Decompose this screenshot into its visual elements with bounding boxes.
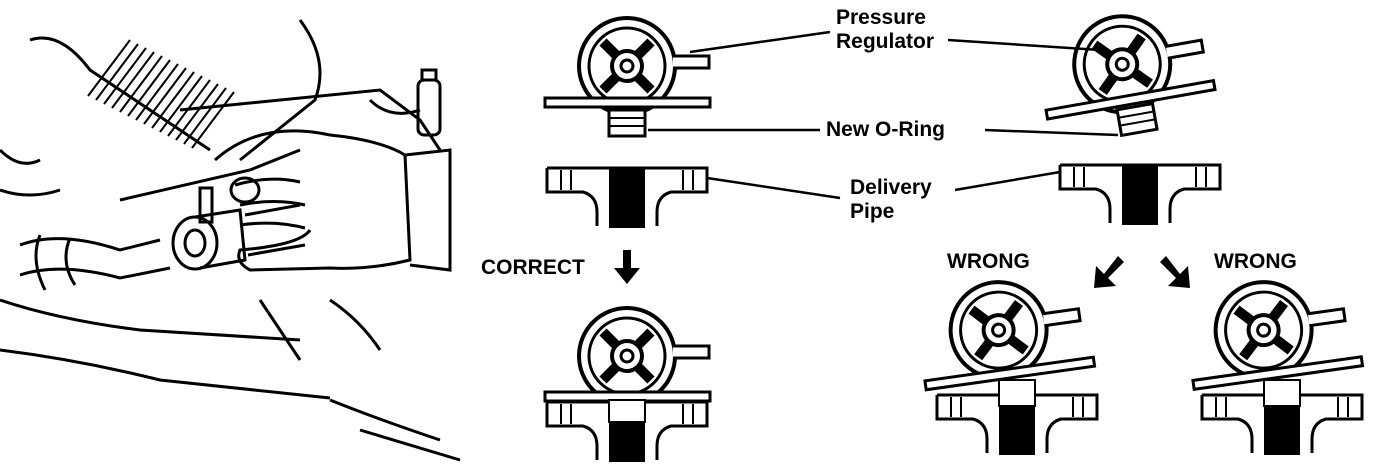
correct-label: CORRECT — [481, 256, 585, 279]
wrong-label-right: WRONG — [1214, 250, 1297, 273]
delivery-pipe-label-line2: Pipe — [850, 200, 895, 223]
regulator-top-left — [543, 18, 710, 138]
leader-lines — [648, 30, 1119, 200]
pressure-regulator-label-line1: Pressure — [836, 6, 926, 29]
correct-assembly — [543, 308, 710, 464]
new-o-ring-label: New O-Ring — [826, 118, 945, 141]
arrow-wrong-right — [1160, 256, 1190, 288]
delivery-pipe-top-right — [1058, 163, 1222, 227]
arrow-wrong-left — [1094, 256, 1124, 288]
arrow-correct — [614, 250, 640, 284]
wrong-assembly-right — [1191, 270, 1365, 457]
wrong-assembly-left — [923, 270, 1099, 457]
delivery-pipe-top-left — [545, 166, 709, 230]
wrong-label-left: WRONG — [947, 250, 1030, 273]
pressure-regulator-label-line2: Regulator — [836, 30, 935, 53]
regulator-top-right — [1044, 2, 1217, 137]
engine-hand-illustration — [0, 19, 461, 462]
delivery-pipe-label-line1: Delivery — [850, 176, 932, 199]
